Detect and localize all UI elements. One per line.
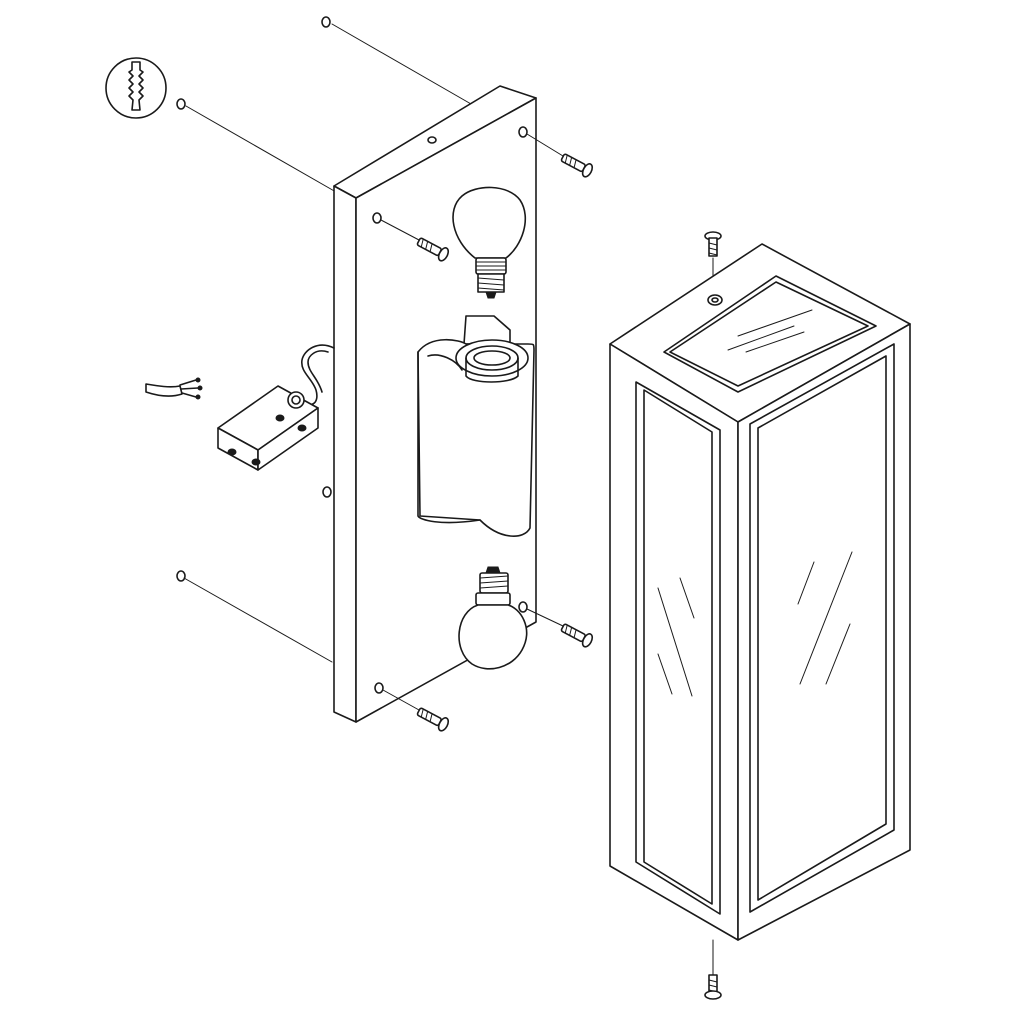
washer-rings	[176, 16, 332, 582]
housing-bottom-screw	[704, 974, 722, 1000]
junction-box	[217, 385, 319, 471]
mounting-screw	[380, 133, 594, 732]
power-cable	[145, 344, 335, 406]
wall-plug-detail	[105, 57, 167, 119]
light-bulb-top	[452, 186, 527, 299]
glass-housing	[609, 243, 911, 941]
light-bulb-bottom	[458, 566, 528, 670]
reflector-shield	[417, 315, 535, 537]
lamp-holder	[455, 339, 529, 383]
housing-top-screw	[704, 231, 722, 257]
